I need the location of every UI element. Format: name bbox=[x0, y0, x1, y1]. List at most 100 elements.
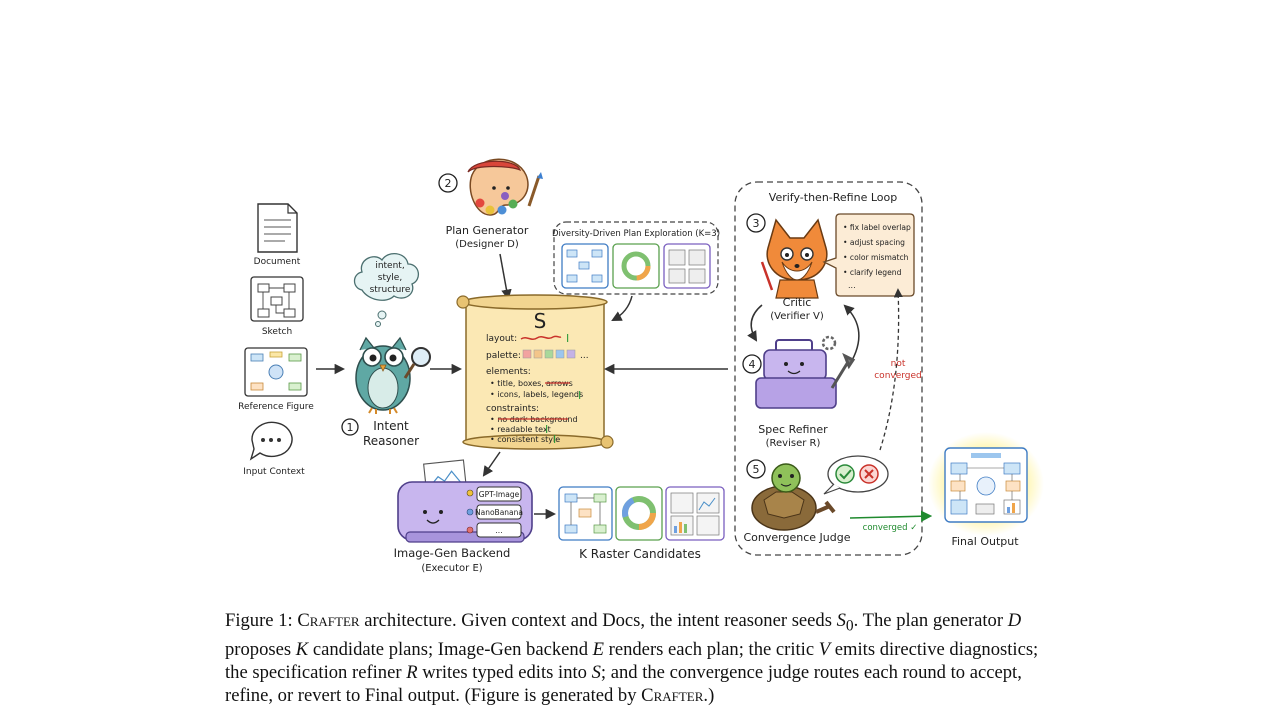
step-5-number: 5 bbox=[753, 463, 760, 476]
not-converged-line-2: converged bbox=[874, 371, 922, 381]
verify-refine-loop: Verify-then-Refine Loop 3 Critic (Verifi… bbox=[734, 181, 923, 556]
critic-role: (Verifier V) bbox=[770, 311, 824, 322]
caption-part: architecture. Given context and Docs, th… bbox=[359, 610, 837, 631]
caption-symbol-e: E bbox=[592, 638, 604, 660]
speech-bubble-icon bbox=[249, 421, 293, 461]
plan-generator: 2 Plan Generator (Designer D) bbox=[438, 158, 543, 250]
critic-note-4: • clarify legend bbox=[843, 268, 902, 277]
caption-symbol-v: V bbox=[818, 638, 831, 660]
loop-boundary bbox=[734, 181, 923, 556]
thought-cloud-icon bbox=[353, 253, 419, 327]
input-context: Input Context bbox=[243, 421, 305, 477]
arrow-refiner-to-critic bbox=[843, 304, 860, 365]
sketch-icon bbox=[250, 276, 304, 322]
edit-cursor-icon-2: I bbox=[578, 389, 581, 402]
caption-part: .) bbox=[703, 684, 715, 706]
backend-slot-2-label: NanoBanana bbox=[475, 508, 523, 517]
arrow-spec-to-backend bbox=[482, 451, 501, 477]
step-2-number: 2 bbox=[445, 177, 452, 190]
caption-part: proposes bbox=[225, 638, 296, 660]
arrow-not-converged bbox=[879, 288, 903, 451]
thought-line-3: structure bbox=[370, 285, 411, 295]
caption-crafter-2: Crafter bbox=[641, 684, 704, 706]
arrow-exploration-to-spec bbox=[611, 295, 633, 321]
backend-slot-1 bbox=[476, 486, 522, 502]
check-icon bbox=[835, 464, 855, 484]
critic-note-2: • adjust spacing bbox=[843, 238, 905, 247]
backend-slot-3-label: ... bbox=[495, 526, 502, 535]
spec-constraint-line-2: • readable text bbox=[490, 425, 551, 434]
palette-ellipsis: ... bbox=[580, 351, 589, 361]
image-gen-backend: GPT-Image NanoBanana ... Image-Gen Backe… bbox=[394, 459, 533, 574]
step-5-badge bbox=[746, 459, 766, 479]
turtle-icon bbox=[751, 463, 836, 531]
document-icon bbox=[257, 203, 298, 253]
thought-line-1: intent, bbox=[375, 261, 404, 271]
step-2-badge bbox=[438, 173, 458, 193]
step-1-badge bbox=[341, 418, 359, 436]
backend-name: Image-Gen Backend bbox=[394, 546, 511, 560]
caption-subscript: 0 bbox=[845, 617, 854, 635]
caption-part: ; and the convergence judge routes each … bbox=[225, 661, 1022, 706]
critic-name: Critic bbox=[783, 296, 812, 309]
caption-symbol-s2: S bbox=[591, 661, 601, 683]
candidates-label: K Raster Candidates bbox=[579, 547, 701, 561]
arrow-converged bbox=[849, 510, 933, 522]
caption-symbol-s: S bbox=[836, 610, 846, 631]
caption-symbol-d: D bbox=[1007, 610, 1022, 631]
candidate-2 bbox=[615, 486, 663, 541]
caption-part: Figure 1: bbox=[225, 610, 298, 631]
caption-symbol-k: K bbox=[295, 638, 309, 660]
step-1-number: 1 bbox=[347, 421, 354, 434]
arrow-planner-to-spec bbox=[499, 253, 512, 301]
refiner-name: Spec Refiner bbox=[758, 423, 828, 436]
final-output: Final Output bbox=[928, 432, 1044, 548]
spec-element-line-1a: • title, boxes, bbox=[490, 379, 544, 388]
spec-layout-label: layout: bbox=[486, 334, 517, 344]
scroll-icon bbox=[456, 294, 614, 450]
step-4-number: 4 bbox=[749, 358, 756, 371]
backend-slot-1-label: GPT-Image bbox=[479, 490, 520, 499]
plan-generator-name: Plan Generator bbox=[446, 224, 529, 237]
edit-cursor-icon-3: I bbox=[545, 423, 548, 436]
verdict-bubble bbox=[823, 455, 889, 495]
reference-figure-label: Reference Figure bbox=[238, 402, 314, 412]
loop-title: Verify-then-Refine Loop bbox=[769, 191, 897, 204]
sketch-label: Sketch bbox=[262, 327, 292, 337]
caption-part: emits directive diagnostics; the specifi… bbox=[225, 638, 1039, 683]
caption-crafter: Crafter bbox=[297, 610, 360, 631]
step-3-number: 3 bbox=[753, 217, 760, 230]
plan-exploration-panel: Diversity-Driven Plan Exploration (K=3) bbox=[552, 221, 720, 295]
intent-name-line-1: Intent bbox=[373, 419, 409, 433]
toolbox-icon bbox=[755, 335, 856, 409]
plan-thumbnail-panels bbox=[663, 243, 711, 289]
thought-line-2: style, bbox=[378, 273, 402, 283]
caption-part: candidate plans; Image-Gen backend bbox=[308, 638, 593, 660]
spec-element-line-2: • icons, labels, legends bbox=[490, 390, 583, 399]
candidate-1 bbox=[558, 486, 613, 541]
intent-reasoner: intent, style, structure 1 Intent Reason… bbox=[341, 253, 431, 448]
critic-note-3: • color mismatch bbox=[843, 253, 909, 262]
document-label: Document bbox=[254, 257, 301, 267]
edit-cursor-icon-4: I bbox=[553, 433, 556, 446]
exploration-title: Diversity-Driven Plan Exploration (K=3) bbox=[552, 229, 720, 239]
input-reference-figure: Reference Figure bbox=[238, 347, 314, 412]
spec-symbol: S bbox=[534, 309, 547, 333]
backend-role: (Executor E) bbox=[421, 563, 482, 574]
candidate-3 bbox=[665, 486, 725, 541]
spec-constraint-line-3: • consistent style bbox=[490, 435, 560, 444]
critic-notes-bubble bbox=[822, 213, 915, 297]
plan-thumbnail-flowchart bbox=[561, 243, 609, 289]
caption-part: . The plan generator bbox=[853, 610, 1008, 631]
input-context-label: Input Context bbox=[243, 467, 305, 477]
plan-generator-role: (Designer D) bbox=[455, 239, 519, 250]
spec-palette-label: palette: bbox=[486, 351, 521, 361]
step-3-badge bbox=[746, 213, 766, 233]
backend-slot-3 bbox=[476, 522, 522, 538]
spec-constraints-label: constraints: bbox=[486, 404, 539, 414]
arrow-critic-to-refiner bbox=[747, 304, 763, 342]
owl-icon bbox=[355, 336, 431, 414]
input-sketch: Sketch bbox=[250, 276, 304, 337]
spec-elements-label: elements: bbox=[486, 367, 531, 377]
